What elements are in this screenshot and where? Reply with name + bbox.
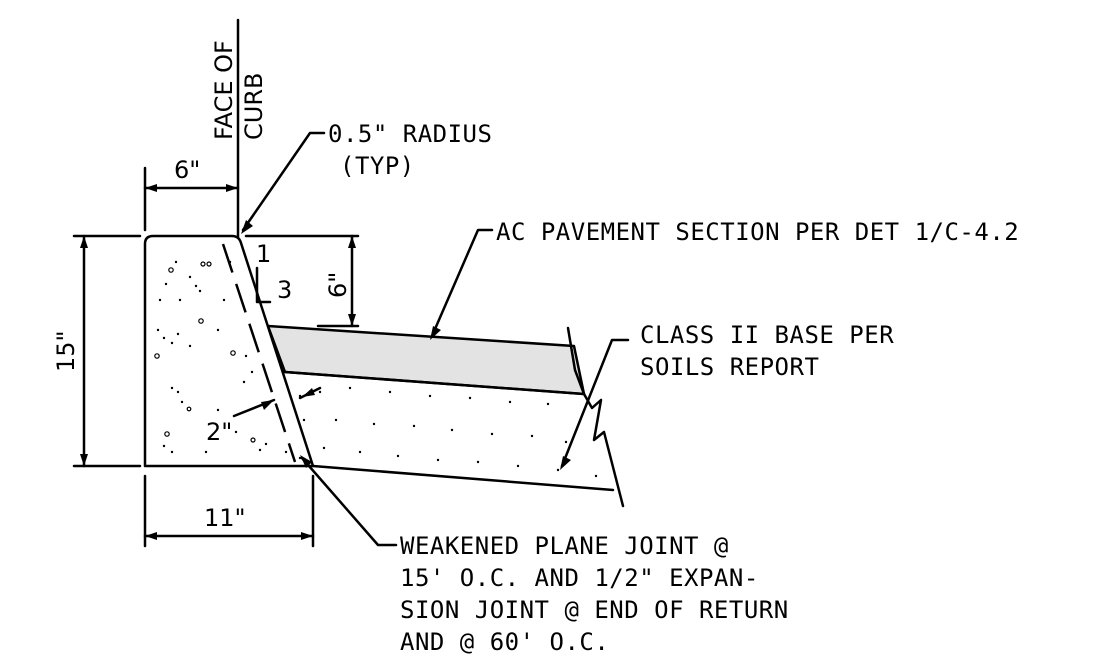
base-label-2: SOILS REPORT	[640, 353, 819, 381]
radius-label-1: 0.5" RADIUS	[328, 120, 492, 148]
slope-triangle	[255, 266, 272, 304]
dim-batter-height	[244, 234, 360, 328]
ac-pavement-label: AC PAVEMENT SECTION PER DET 1/C-4.2	[496, 218, 1019, 246]
face-of-curb-label-1: FACE OF	[210, 40, 238, 140]
dim-base-width	[143, 474, 315, 548]
dim-height-label: 15"	[52, 330, 80, 372]
face-of-curb-label-2: CURB	[240, 73, 268, 140]
ac-pavement-leader	[430, 228, 494, 340]
radius-label-2: (TYP)	[340, 152, 415, 180]
dim-joint-depth	[232, 386, 322, 418]
section-break-line	[566, 326, 625, 508]
joint-label-1: WEAKENED PLANE JOINT @	[400, 532, 729, 560]
curb-body	[143, 234, 315, 468]
dim-top-width	[143, 166, 240, 232]
joint-label-3: SION JOINT @ END OF RETURN	[400, 596, 789, 624]
weakened-plane-joint-line	[221, 243, 297, 463]
joint-label-2: 15' O.C. AND 1/2" EXPAN-	[400, 564, 759, 592]
class-ii-base-layer	[283, 370, 615, 492]
base-label-1: CLASS II BASE PER	[640, 321, 894, 349]
concrete-stipple	[154, 260, 302, 460]
joint-leader	[300, 455, 398, 547]
dim-joint-depth-label: 2"	[206, 418, 232, 446]
base-stipple	[298, 386, 598, 478]
dim-top-width-label: 6"	[174, 156, 200, 184]
slope-run-label: 3	[277, 276, 292, 304]
radius-leader	[241, 131, 326, 234]
ac-pavement-layer	[266, 324, 586, 396]
slope-rise-label: 1	[256, 240, 271, 268]
base-leader	[560, 338, 630, 470]
joint-label-4: AND @ 60' O.C.	[400, 628, 609, 656]
dim-base-width-label: 11"	[204, 504, 246, 532]
dim-height	[72, 234, 142, 468]
dim-batter-height-label: 6"	[324, 272, 352, 298]
